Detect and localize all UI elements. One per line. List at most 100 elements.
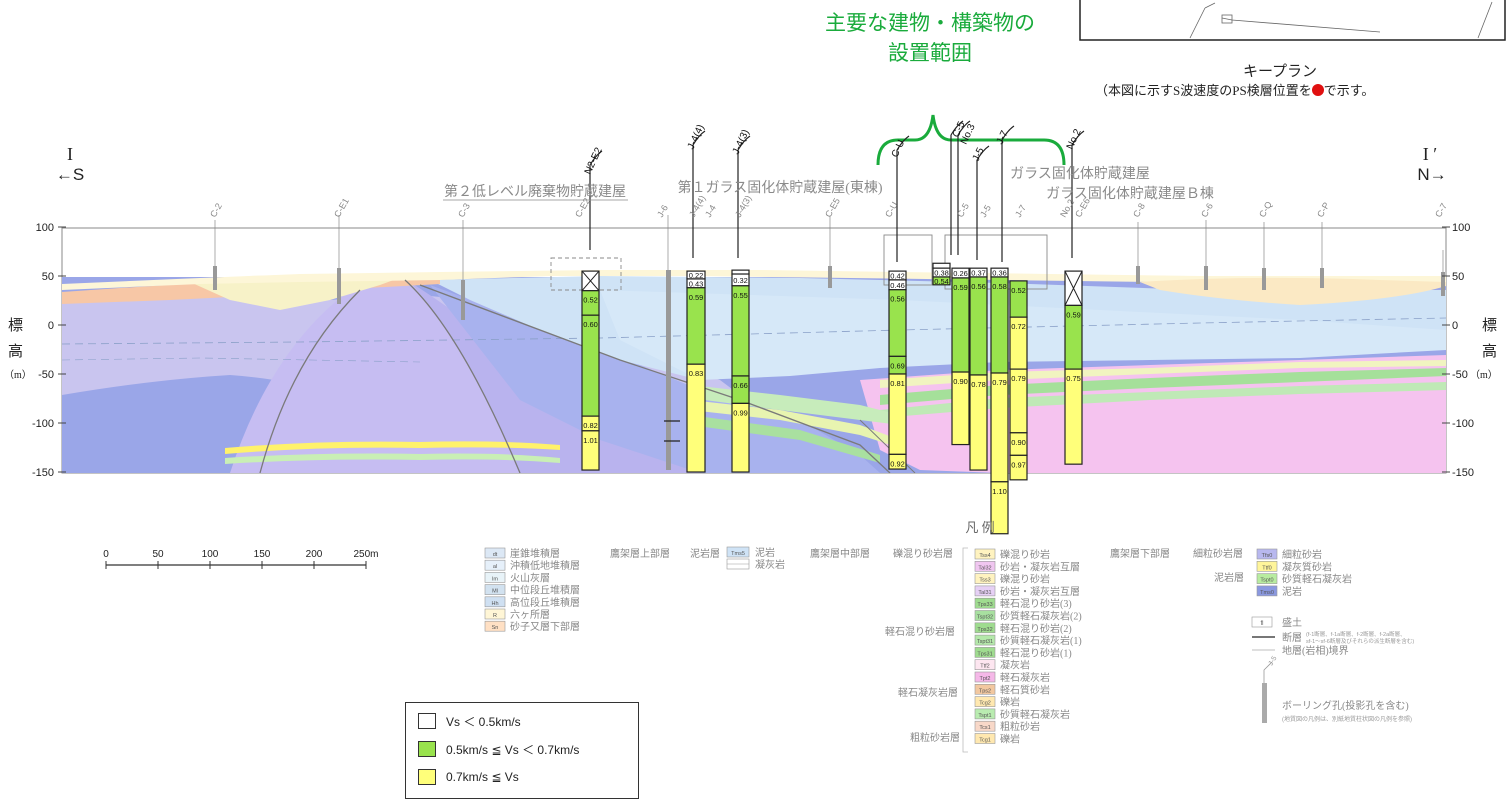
section-left-direction: ←S <box>56 165 84 184</box>
borehole-label: C-E1 <box>332 196 351 219</box>
ps-segment <box>1009 454 1028 481</box>
building-label: 第１ガラス固化体貯蔵建屋(東棟) <box>677 179 882 196</box>
vs-value-label: 0.90 <box>1011 438 1026 447</box>
borehole-legend-note: (地質図の凡例は、別紙地質柱状図の凡例を参照) <box>1282 715 1412 723</box>
borehole-label: J-4(3) <box>733 194 753 219</box>
building-label: ガラス固化体貯蔵建屋 <box>1010 166 1150 182</box>
ps-segment <box>951 371 970 446</box>
vs-value-label: 0.54 <box>934 277 949 286</box>
borehole-legend-name: ボーリング孔(投影孔を含む) <box>1282 699 1409 712</box>
vs-value-label: 0.56 <box>971 282 986 291</box>
geo-legend-title: 凡 例 <box>965 520 994 535</box>
upper-swatch <box>726 546 750 558</box>
middle-legend-item-name: 礫岩 <box>1000 733 1020 746</box>
middle-legend-item-swatch <box>974 622 996 634</box>
surface-legend-item-code: Hh <box>491 601 498 607</box>
surface-legend-item-swatch <box>484 559 506 571</box>
middle-legend-item-name: 砂質軽石凝灰岩(2) <box>1000 610 1082 623</box>
y-axis-label-left: 標 <box>8 317 23 334</box>
middle-legend-item-code: Tspt31 <box>977 639 993 645</box>
section-left-marker: I <box>67 144 73 164</box>
surface-legend-item-name: 六ヶ所層 <box>510 609 550 621</box>
fill-name: 盛土 <box>1282 616 1302 629</box>
middle-legend-item-swatch <box>974 683 996 695</box>
ps-borehole-label: J-7 <box>995 129 1011 147</box>
y-axis-label-right: 標 <box>1482 317 1497 334</box>
vs-value-label: 0.60 <box>583 320 598 329</box>
vs-value-label: 0.69 <box>890 361 905 370</box>
vs-value-label: 0.26 <box>953 269 968 278</box>
surface-legend-item-name: 高位段丘堆積層 <box>510 596 580 609</box>
y-tick-label-left: 50 <box>42 271 54 283</box>
y-tick-label-left: -150 <box>32 467 54 479</box>
vs-value-label: 0.58 <box>992 282 1007 291</box>
middle-legend-item-code: Tss3 <box>979 578 990 584</box>
scale-label: 150 <box>254 549 271 560</box>
unmeasured-cross-icon <box>581 270 600 292</box>
installation-range-line1: 主要な建物・構築物の <box>825 11 1035 35</box>
y-axis-unit-right: （m） <box>1470 369 1498 381</box>
vs-value-label: 1.01 <box>583 436 598 445</box>
y-tick-label-right: 50 <box>1452 271 1464 283</box>
ps-borehole-leader <box>589 150 603 250</box>
vs-high-swatch <box>418 769 436 785</box>
middle-legend-item-swatch <box>974 671 996 683</box>
ps-borehole-label: J-4(4) <box>686 123 707 151</box>
lower-sub-label: 泥岩層 <box>1214 571 1244 584</box>
borehole-icon-label: J-5 <box>1268 655 1279 667</box>
vs-legend-label-mid: 0.5km/s ≦ Vs ＜ 0.7km/s <box>446 742 580 757</box>
middle-legend-item-code: Tpt2 <box>979 676 990 682</box>
lower-sub-label: 細粒砂岩層 <box>1193 547 1243 560</box>
y-tick-label-left: -50 <box>38 369 54 381</box>
vs-value-label: 0.78 <box>971 380 986 389</box>
middle-legend-item-name: 軽石混り砂岩(1) <box>1000 646 1072 659</box>
ps-borehole-leader <box>950 120 964 255</box>
upper-item: 泥岩 <box>755 546 775 559</box>
surface-legend-item-swatch <box>484 547 506 559</box>
ps-borehole-leader <box>1071 130 1085 258</box>
ps-borehole-leader <box>896 135 910 262</box>
middle-legend-item-code: Tspt1 <box>978 713 991 719</box>
middle-legend-item-name: 礫混り砂岩 <box>1000 548 1050 561</box>
upper-group-label: 鷹架層上部層 <box>610 547 670 560</box>
keyplan-title: キープラン <box>1242 64 1318 80</box>
middle-legend-item-code: Tps31 <box>977 651 992 657</box>
upper-item: 凝灰岩 <box>755 558 785 571</box>
vs-value-label: 0.75 <box>1066 374 1081 383</box>
middle-legend-item-name: 凝灰岩 <box>1000 659 1030 672</box>
middle-legend-item-swatch <box>974 659 996 671</box>
borehole-label: C-P <box>1315 201 1331 219</box>
ps-segment <box>581 314 600 417</box>
lower-group-label: 鷹架層下部層 <box>1110 547 1170 560</box>
section-right-marker: I ′ <box>1423 144 1437 164</box>
ps-segment <box>686 363 706 473</box>
middle-sub-label: 粗粒砂岩層 <box>910 731 960 744</box>
borehole-label: J-7 <box>1013 203 1028 219</box>
vs-value-label: 0.52 <box>1011 286 1026 295</box>
ps-segment <box>932 276 951 286</box>
unmeasured-cross-icon <box>1064 270 1083 306</box>
borehole-icon <box>1262 683 1267 723</box>
vs-value-label: 0.59 <box>689 293 704 302</box>
upper-code: Tms5 <box>731 551 745 557</box>
fill-swatch <box>1251 616 1273 628</box>
surface-legend-item-code: Sn <box>492 625 499 631</box>
ps-segment <box>990 276 1009 374</box>
surface-legend-item-code: R <box>493 613 497 619</box>
borehole-label: C-6 <box>1199 201 1215 219</box>
y-axis-label-left: 高 <box>8 343 23 360</box>
vs-value-label: 0.46 <box>890 281 905 290</box>
vs-value-label: 0.56 <box>890 295 905 304</box>
middle-legend-item-swatch <box>974 560 996 572</box>
vs-value-label: 0.82 <box>583 421 598 430</box>
borehole-label: C-2 <box>208 201 224 219</box>
middle-bracket <box>962 547 968 753</box>
ps-segment <box>990 481 1009 535</box>
fault-name: 断層 <box>1282 631 1302 644</box>
ps-boreholes: 0.520.600.821.010.220.430.590.830.320.55… <box>581 120 1085 535</box>
middle-sub-label: 軽石混り砂岩層 <box>885 625 955 638</box>
borehole-label: J-5 <box>978 203 993 219</box>
